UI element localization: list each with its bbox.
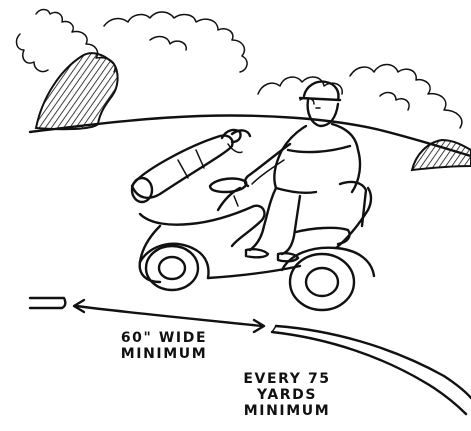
- spacing-label-line2: YARDS: [232, 387, 342, 403]
- width-label-line1: 60" WIDE: [104, 330, 224, 346]
- width-label-line2: MINIMUM: [104, 346, 224, 362]
- spacing-label-line3: MINIMUM: [232, 403, 342, 419]
- rear-wheel: [290, 254, 354, 310]
- spacing-minimum-label: EVERY 75 YARDS MINIMUM: [232, 371, 342, 419]
- spacing-label-line1: EVERY 75: [232, 371, 342, 387]
- background-trees: [17, 10, 471, 171]
- width-minimum-label: 60" WIDE MINIMUM: [104, 330, 224, 362]
- hatched-tree-left: [36, 53, 118, 129]
- driver: [245, 82, 360, 262]
- golf-cart: [132, 130, 374, 310]
- width-dimension-arrow: [74, 300, 264, 332]
- front-wheel: [146, 246, 198, 290]
